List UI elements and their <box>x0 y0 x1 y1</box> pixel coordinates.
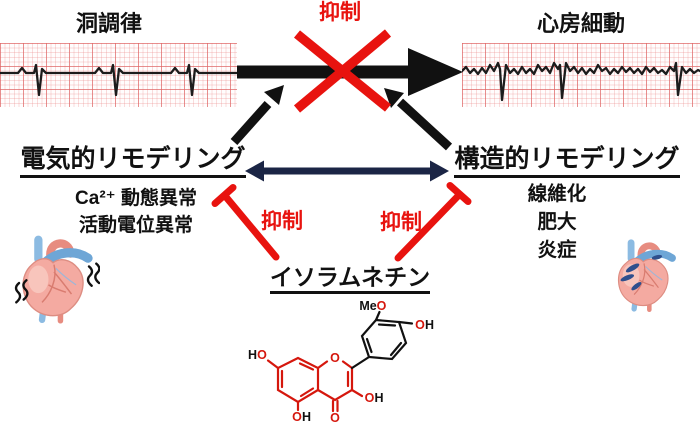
compound-name: イソラムネチン <box>258 264 442 295</box>
structural-item-hypertrophy: 肥大 <box>537 211 577 233</box>
ecg-strip-af <box>462 43 700 107</box>
electrical-remodeling-title: 電気的リモデリング <box>18 145 248 178</box>
oh4p-o-label: O <box>415 318 425 332</box>
ho7-o-label: O <box>257 348 267 362</box>
oh5-h-label: H <box>302 410 311 424</box>
heart-remodeled <box>617 239 676 312</box>
oh3-o-label: O <box>365 391 375 405</box>
isorhamnetin-structure: O O O H H O O H Me O O H <box>248 299 434 425</box>
b-ring-bonds <box>350 310 414 370</box>
sinus-rhythm-title: 洞調律 <box>75 11 142 36</box>
electrical-to-af-arrow <box>230 85 284 146</box>
inhibition-cross <box>293 29 392 113</box>
inhibition-tbar-left <box>211 184 280 261</box>
compound-name-text: イソラムネチン <box>269 264 431 295</box>
oh4p-h-label: H <box>425 318 434 332</box>
ecg-trace-af <box>462 61 700 102</box>
electrical-item-action-potential: 活動電位異常 <box>78 215 193 236</box>
structural-item-inflammation: 炎症 <box>537 239 577 261</box>
ecg-af-svg <box>462 61 700 102</box>
transition-arrow <box>237 48 463 96</box>
inhibition-tbar-right <box>394 182 472 262</box>
electrical-item-calcium: Ca²⁺ 動態異常 <box>75 188 197 209</box>
ecg-sinus-svg <box>0 63 237 97</box>
structural-item-fibrosis: 線維化 <box>527 183 587 205</box>
structural-remodeling-text: 構造的リモデリング <box>454 145 680 178</box>
bidirectional-remodeling-arrow <box>245 160 449 182</box>
inhibition-label-left: 抑制 <box>261 210 303 233</box>
ecg-strip-sinus <box>0 43 237 107</box>
ecg-trace-sinus <box>0 63 237 97</box>
fibrosis-patches <box>620 254 663 291</box>
structural-remodeling-title: 構造的リモデリング <box>452 145 682 178</box>
ketone-oxygen-label: O <box>330 411 340 425</box>
ho7-h-label: H <box>248 348 257 362</box>
inhibition-label-right: 抑制 <box>380 211 422 234</box>
meo-me-label: Me <box>359 299 376 313</box>
structural-to-af-arrow <box>384 88 453 151</box>
ring-oxygen-label: O <box>330 351 340 365</box>
chromone-bonds <box>266 356 364 413</box>
atrial-fibrillation-title: 心房細動 <box>536 11 625 36</box>
heart-normal <box>14 235 100 324</box>
inhibition-label-top: 抑制 <box>319 1 361 24</box>
electrical-remodeling-text: 電気的リモデリング <box>20 145 246 178</box>
oh5-o-label: O <box>292 410 302 424</box>
meo-o-label: O <box>377 299 387 313</box>
oh3-h-label: H <box>374 391 383 405</box>
tremor-squiggles <box>14 262 100 304</box>
